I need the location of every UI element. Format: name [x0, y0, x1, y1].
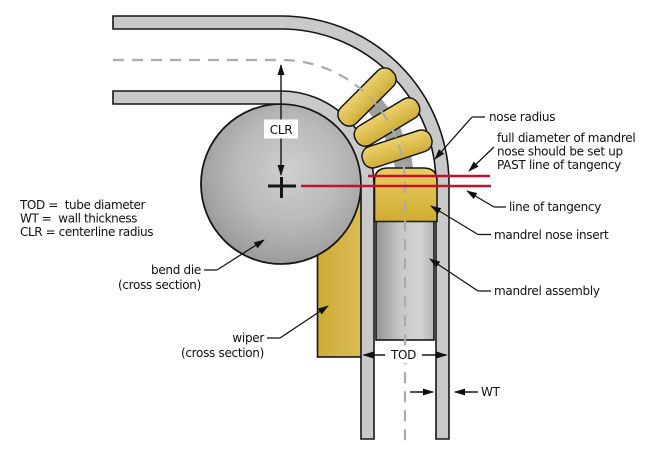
leader-arrow [468, 146, 495, 172]
legend-tod: TOD = tube diameter [19, 198, 146, 212]
callout-line-of-tangency: line of tangency [466, 190, 602, 214]
callout-text: PAST line of tangency [497, 158, 621, 172]
callout-text: full diameter of mandrel [497, 131, 635, 145]
leader-arrow [216, 239, 265, 271]
callout-mandrel-nose-insert: mandrel nose insert [430, 205, 609, 242]
legend: TOD = tube diameter WT = wall thickness … [19, 198, 154, 239]
callout-text: mandrel nose insert [494, 228, 609, 242]
callout-text: nose should be set up [497, 145, 623, 159]
die-center-cross [268, 177, 296, 198]
wt-label: WT [481, 385, 501, 399]
callout-text: (cross section) [181, 346, 264, 360]
tod-label: TOD [390, 348, 416, 362]
leader-arrow [430, 205, 479, 236]
leader-arrow [466, 190, 495, 208]
callout-full-diameter: full diameter of mandrel nose should be … [468, 131, 636, 172]
leader-arrow [429, 258, 479, 292]
callout-wiper: wiper (cross section) [181, 305, 329, 360]
tod-label-bg [388, 346, 419, 363]
mandrel-ball [337, 67, 397, 127]
callout-text: (cross section) [118, 278, 201, 292]
callout-text: mandrel assembly [494, 284, 600, 298]
callout-text: bend die [151, 263, 201, 277]
tube-centerline [113, 58, 407, 446]
ball-link [364, 96, 390, 120]
callout-mandrel-assembly: mandrel assembly [429, 258, 600, 298]
callout-nose-radius: nose radius [434, 110, 556, 160]
callout-text: wiper [232, 331, 264, 345]
legend-wt: WT = wall thickness [20, 212, 137, 226]
tube-outer-wall [112, 15, 450, 440]
clr-dimension: CLR [264, 64, 298, 176]
tod-dimension: TOD [362, 346, 448, 363]
clr-label-bg [264, 119, 298, 139]
callout-text: line of tangency [509, 200, 601, 214]
legend-clr: CLR = centerline radius [20, 225, 153, 239]
clr-label: CLR [270, 123, 293, 137]
leader-arrow [434, 116, 473, 160]
mandrel-ball [361, 129, 433, 169]
callout-text: nose radius [489, 110, 555, 124]
leader-arrow [279, 305, 329, 339]
callout-bend-die: bend die (cross section) [118, 239, 265, 292]
wt-dimension: WT [410, 385, 501, 399]
